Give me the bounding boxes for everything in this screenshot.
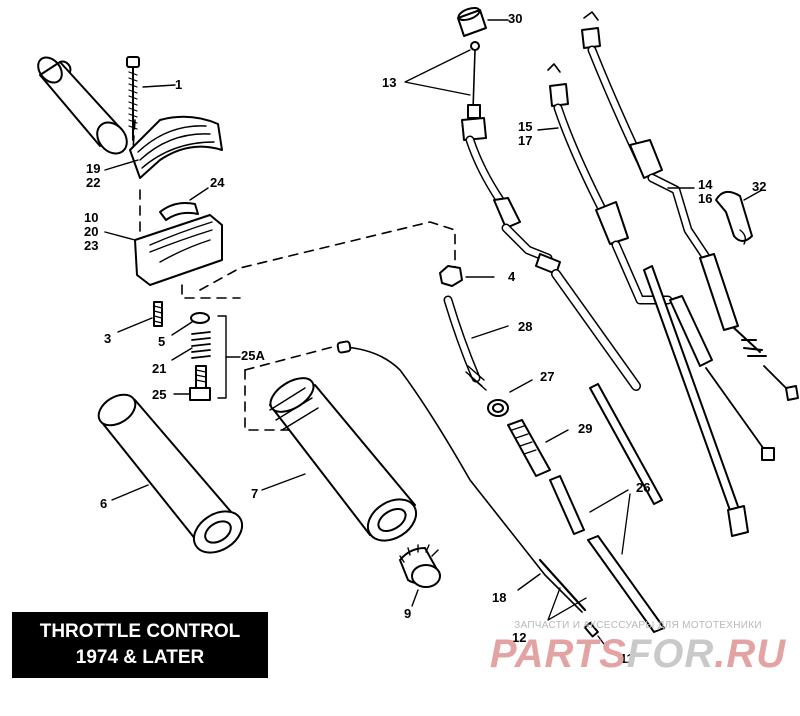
set-screw-part [117,301,163,333]
callout-16: 16 [698,191,713,206]
callout-5: 5 [158,334,166,349]
callout-29: 29 [578,421,593,436]
callout-21: 21 [152,361,167,376]
cable-15-part [537,63,775,461]
nut-part [439,265,495,287]
dashed-guide-lines [132,119,456,431]
callout-26: 26 [636,480,651,495]
clip-part [715,189,763,245]
insert-piece-part [159,187,209,221]
callout-10: 10 [84,210,99,225]
callout-6: 6 [100,496,108,511]
main-cable-housing-part [465,135,641,391]
callout-25a: 25A [241,348,265,363]
callout-18: 18 [492,590,507,605]
watermark-logo-part2: FOR [626,632,715,676]
upper-housing-part [104,115,223,179]
watermark-logo-part3: .RU [714,632,787,676]
callout-12: 12 [512,630,527,645]
end-cap-part [399,544,441,607]
watermark: ЗАПЧАСТИ И АКСЕССУАРЫ ДЛЯ МОТОТЕХНИКИ PA… [488,620,788,675]
cable-14-part [581,11,799,401]
callout-23: 23 [84,238,99,253]
callout-14-16: 14 16 [698,178,712,206]
threaded-sleeve-part [507,419,569,477]
adjuster-stack-part [171,312,241,401]
callout-15-17: 15 17 [518,120,532,148]
lower-housing-part [104,214,223,286]
callout-11: 11 [620,651,634,666]
callout-13: 13 [382,75,397,90]
top-fitting-part [404,6,509,141]
title-line-1: THROTTLE CONTROL [39,621,241,642]
inner-rod-part [643,265,749,537]
throttle-grip-part [261,377,418,542]
callout-7: 7 [251,486,259,501]
callout-28: 28 [518,319,533,334]
callout-20: 20 [84,224,99,239]
callout-3: 3 [104,331,112,346]
watermark-logo: PARTSFOR.RU [488,633,788,675]
watermark-caption: ЗАПЧАСТИ И АКСЕССУАРЫ ДЛЯ МОТОТЕХНИКИ [514,620,762,631]
callout-22: 22 [86,175,101,190]
callout-30: 30 [508,11,523,26]
bent-tube-part [443,295,509,391]
callout-14: 14 [698,177,713,192]
screw-part [126,56,176,141]
callout-19-22: 19 22 [86,162,100,190]
thin-cable-part [336,340,583,613]
callout-15: 15 [518,119,533,134]
callout-17: 17 [518,133,533,148]
callout-19: 19 [86,161,101,176]
title-line-2: 1974 & LATER [75,647,205,668]
callout-27: 27 [540,369,555,384]
diagram-title-box: THROTTLE CONTROL 1974 & LATER [12,612,268,678]
callout-1: 1 [175,77,183,92]
callout-25: 25 [152,387,167,402]
callout-32: 32 [752,179,767,194]
ferrule-ring-part [487,379,533,417]
lower-rod-part [589,383,663,505]
callout-4: 4 [508,269,516,284]
grip-sleeve-part [97,393,244,554]
callout-9: 9 [404,606,412,621]
watermark-logo-part1: PARTS [489,632,627,676]
ferrule-tubes-part [549,475,665,633]
callout-24: 24 [210,175,225,190]
callout-10-20-23: 10 20 23 [84,211,98,253]
cable-pins-part [538,558,611,653]
sleeve-tube-part [37,56,128,155]
